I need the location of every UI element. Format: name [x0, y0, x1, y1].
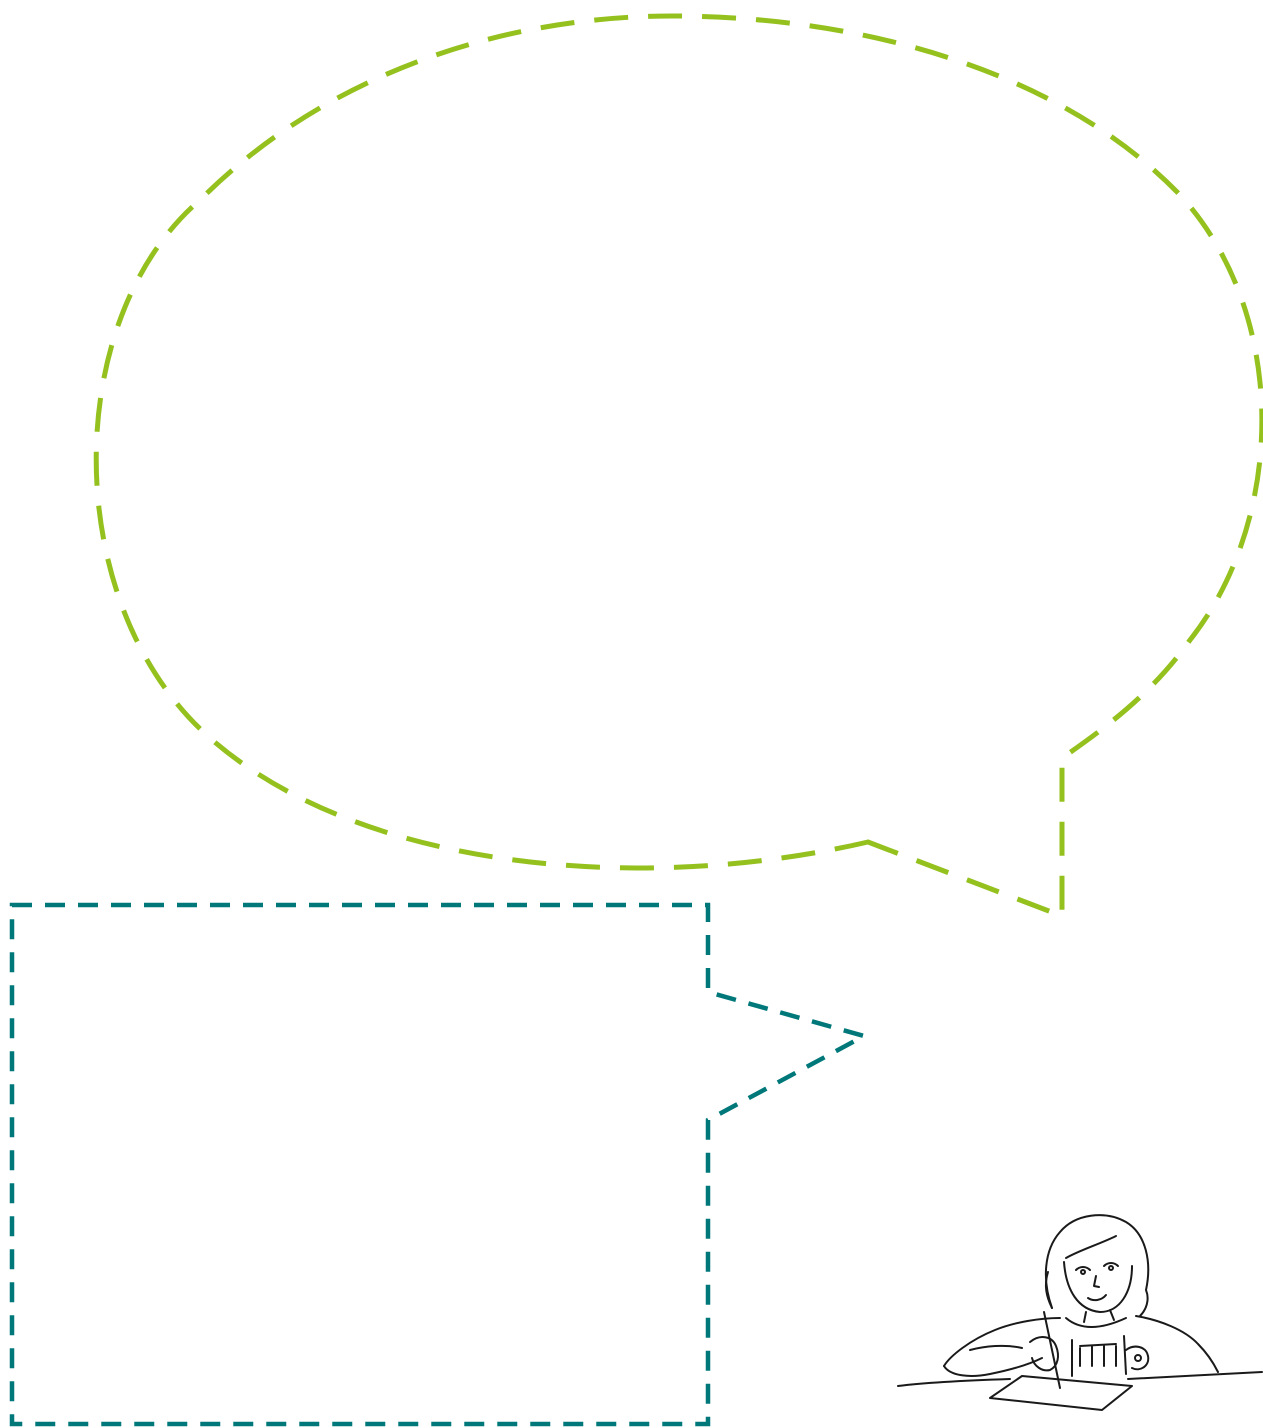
- large-speech-bubble: [96, 16, 1262, 916]
- rectangular-speech-bubble: [12, 905, 864, 1424]
- girl-writing-illustration: [898, 1215, 1262, 1410]
